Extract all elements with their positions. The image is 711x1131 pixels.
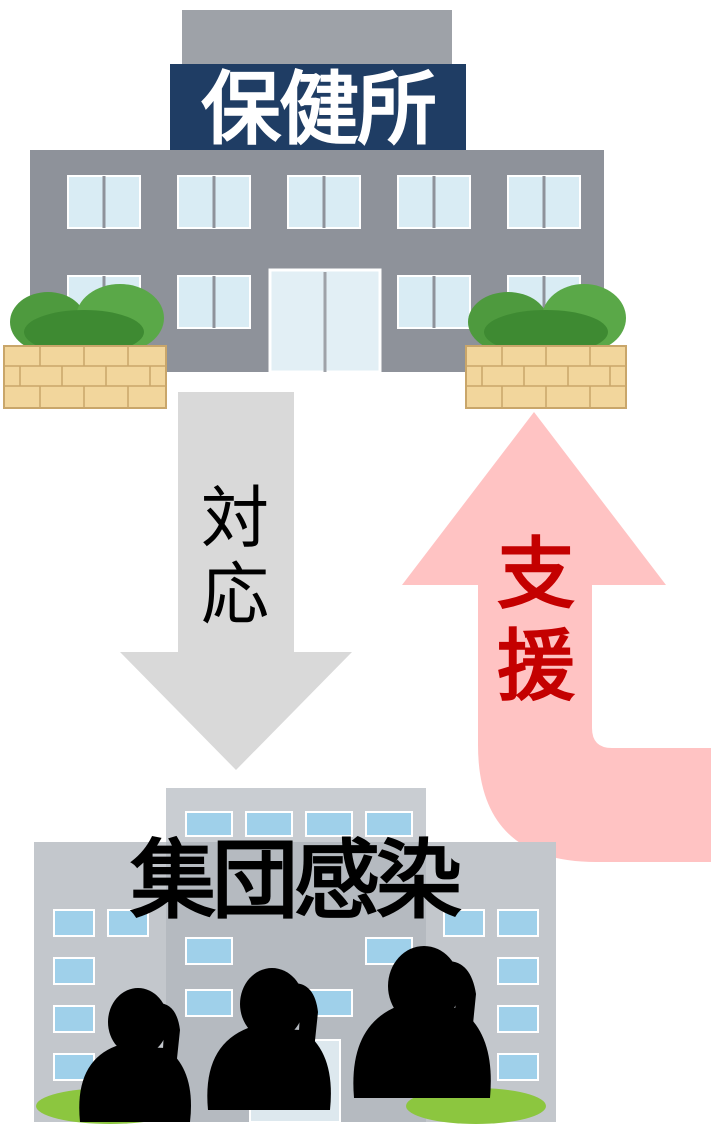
worried-person-3 (353, 946, 491, 1098)
left-planter (3, 284, 167, 409)
down-arrow (120, 392, 352, 770)
support-label-char-1: 支 (496, 530, 575, 620)
window-row-1-dividers (102, 176, 546, 228)
health-center-sign: 保健所 (201, 63, 437, 156)
response-label-char-2: 応 (200, 556, 269, 635)
roof-block (182, 10, 452, 70)
right-planter (465, 284, 627, 409)
worried-person-2 (207, 968, 331, 1110)
facility-windows (53, 811, 539, 1081)
cluster-infection-label: 集団感染 (130, 831, 462, 931)
response-label-char-1: 対 (200, 480, 269, 559)
worried-people (79, 946, 491, 1122)
worried-person-1 (79, 988, 191, 1122)
sign-board (170, 64, 466, 156)
support-label-char-2: 援 (496, 622, 575, 712)
health-center-building (3, 10, 627, 409)
support-arrow (402, 412, 711, 862)
